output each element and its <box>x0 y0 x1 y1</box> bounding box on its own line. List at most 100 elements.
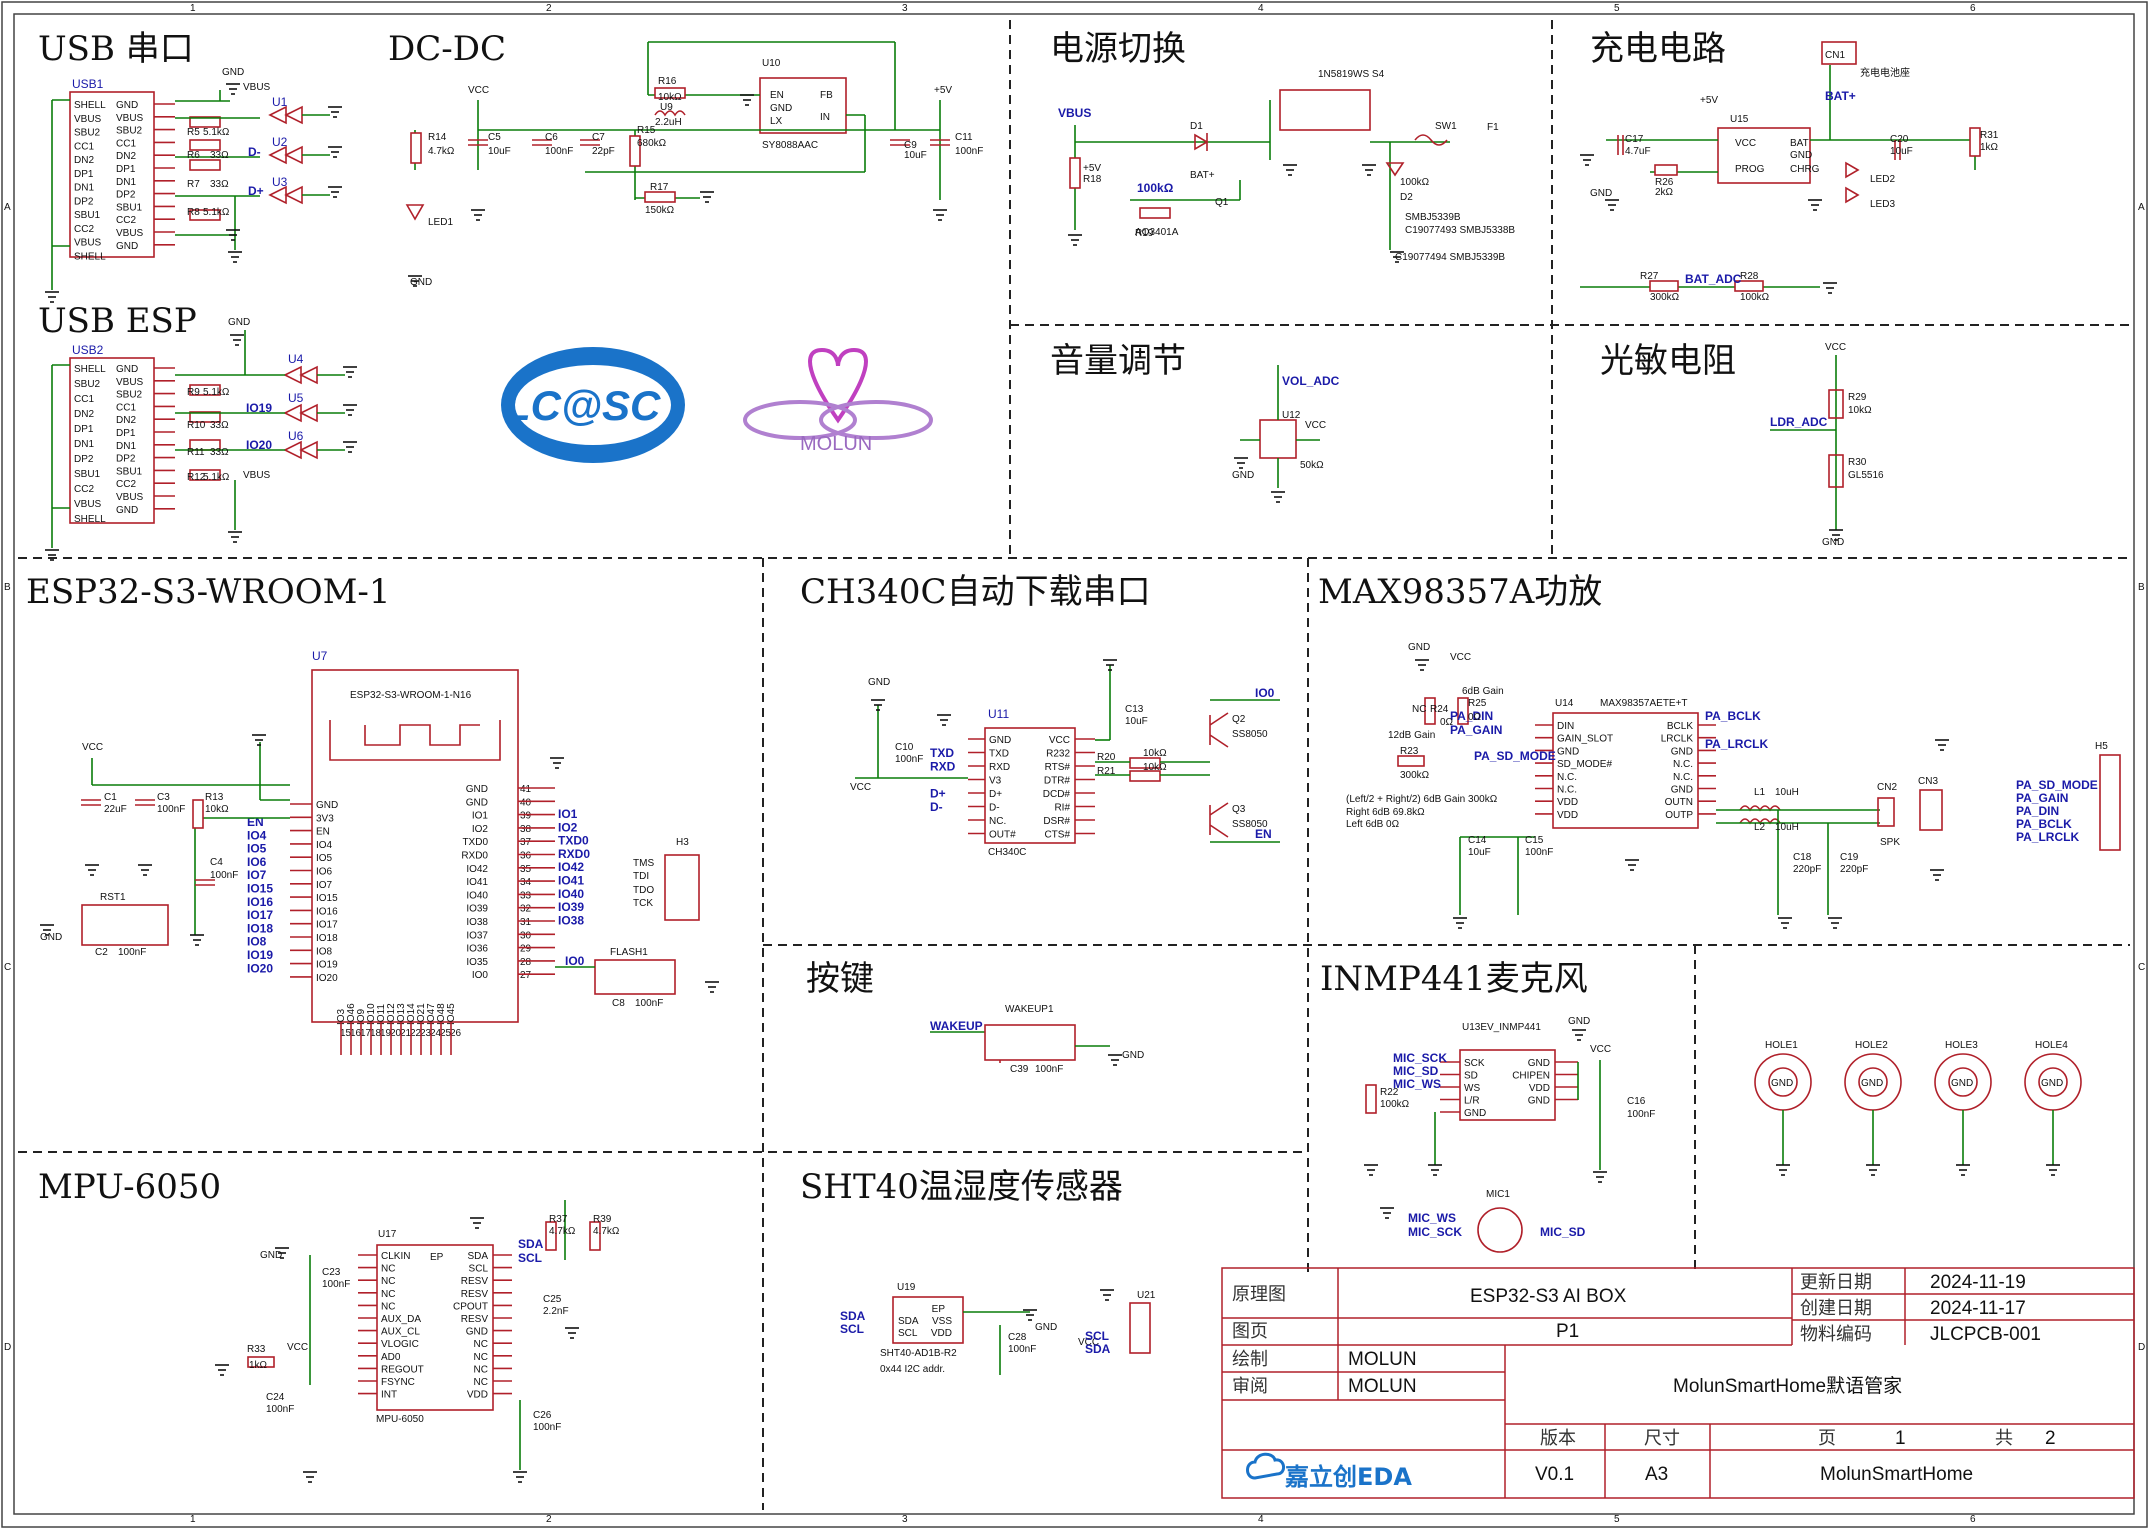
part-label: GND <box>1408 642 1430 653</box>
hole-inner <box>1948 1067 1978 1097</box>
pin-number: 32 <box>520 904 532 915</box>
part-label: GND <box>1122 1050 1144 1061</box>
pin-label: NC <box>474 1377 488 1388</box>
ground-symbol <box>937 714 951 726</box>
pin-label: OUT# <box>989 830 1016 841</box>
part-label: C23 <box>322 1267 341 1278</box>
part-label: R37 <box>549 1214 568 1225</box>
pin-label: IO47 <box>426 1003 437 1025</box>
part-label: MIC_SCK <box>1408 1225 1462 1239</box>
pin-number: 35 <box>520 864 532 875</box>
ground-symbol <box>226 83 240 95</box>
hole-gnd-label: GND <box>1951 1078 1973 1089</box>
ground-symbol <box>1776 1164 1790 1176</box>
pin-label: VCC <box>1049 735 1070 746</box>
part-label: R12 <box>187 472 206 483</box>
part-label: C20 <box>1890 134 1909 145</box>
jtag-header <box>664 854 700 921</box>
net-label: PA_SD_MODE <box>1474 749 1556 763</box>
part-label: R22 <box>1380 1087 1399 1098</box>
part-label: TMS <box>633 858 654 869</box>
part-label: 100kΩ <box>1380 1099 1410 1110</box>
part-label: C7 <box>592 132 605 143</box>
ground-symbol <box>933 209 947 221</box>
pin-label: EN <box>316 827 330 838</box>
part-label: IO0 <box>1255 686 1275 700</box>
molun-logo: MOLUN <box>743 347 933 455</box>
max98357-chip: U14 MAX98357AETE+T DINGAIN_SLOTGNDSD_MOD… <box>1535 698 1716 829</box>
part-label: SPK <box>1880 837 1900 848</box>
pin-number: 34 <box>520 877 532 888</box>
svg-text:U17: U17 <box>378 1229 397 1240</box>
part-label: R29 <box>1848 392 1867 403</box>
part-label: 100nF <box>1627 1109 1655 1120</box>
part-label: R31 <box>1980 130 1999 141</box>
part-label: R8 <box>187 207 200 218</box>
part-label: GND <box>1568 1016 1590 1027</box>
tb-total-label: 共 <box>1995 1428 2013 1449</box>
ground-symbol <box>1453 917 1467 929</box>
pin-label: OUTN <box>1665 797 1693 808</box>
svg-text:USB2: USB2 <box>72 343 104 357</box>
tb-page-num-label: 页 <box>1818 1428 1836 1449</box>
border-col-label: 6 <box>1970 3 1976 14</box>
hole-gnd-label: GND <box>1771 1078 1793 1089</box>
part-label: 33Ω <box>210 420 229 431</box>
pin-label: EP <box>932 1304 946 1315</box>
pin-label: GND <box>1671 785 1693 796</box>
title-keys: 按键 <box>806 959 874 999</box>
pin-label: IO13 <box>396 1003 407 1025</box>
pin-label: RESV <box>461 1276 489 1287</box>
border-col-label: 5 <box>1614 3 1620 14</box>
net-label: IO17 <box>247 908 273 922</box>
pin-label: NC <box>474 1339 488 1350</box>
charging-circuit <box>1580 41 1976 288</box>
pin-label: REGOUT <box>381 1364 424 1375</box>
title-charging: 充电电路 <box>1590 29 1726 69</box>
pin-number: 27 <box>520 970 532 981</box>
part-label: 0Ω <box>1440 717 1454 728</box>
pin-label: GND <box>116 100 138 111</box>
ground-symbol <box>343 441 357 453</box>
pin-label: SCK <box>1464 1058 1485 1069</box>
pin-label: GND <box>466 784 488 795</box>
resistor-symbol <box>1969 127 1981 157</box>
net-label: IO18 <box>247 921 273 935</box>
title-sht40: SHT40温湿度传感器 <box>800 1167 1123 1207</box>
easyeda-logo: 嘉立创EDA <box>1246 1452 1412 1491</box>
ground-symbol <box>85 864 99 876</box>
part-label: PA_BCLK <box>2016 817 2072 831</box>
part-label: RST1 <box>100 892 126 903</box>
part-label: U6 <box>288 429 304 443</box>
part-label: 1kΩ <box>1980 142 1999 153</box>
ground-symbol <box>1930 869 1944 881</box>
pin-number: 21 <box>400 1028 412 1039</box>
part-label: SS8050 <box>1232 819 1268 830</box>
part-label: VCC <box>468 85 489 96</box>
pin-label: VBUS <box>116 377 144 388</box>
svg-text:U11: U11 <box>988 707 1009 721</box>
pin-label: DP1 <box>74 169 94 180</box>
pin-number: 37 <box>520 837 532 848</box>
part-label: C17 <box>1625 134 1644 145</box>
title-inmp441: INMP441麦克风 <box>1320 959 1588 999</box>
part-label: SY8088AAC <box>762 140 818 151</box>
part-label: 4.7kΩ <box>549 1226 576 1237</box>
ground-symbol <box>1866 1164 1880 1176</box>
part-label: 100nF <box>895 754 923 765</box>
pin-label: DN1 <box>74 183 94 194</box>
ground-symbol <box>1625 859 1639 871</box>
resistor-symbol <box>247 1356 275 1368</box>
resistor-symbol <box>1397 755 1425 767</box>
pin-label: IO37 <box>466 930 488 941</box>
part-label: SDA <box>840 1309 866 1323</box>
pin-label: IO19 <box>316 960 338 971</box>
hole-label: HOLE2 <box>1855 1040 1888 1051</box>
resistor-symbol <box>1734 280 1764 292</box>
pin-label: IO8 <box>316 946 333 957</box>
part-label: 100nF <box>157 804 185 815</box>
ground-symbol <box>343 366 357 378</box>
resistor-symbol <box>1139 207 1171 219</box>
